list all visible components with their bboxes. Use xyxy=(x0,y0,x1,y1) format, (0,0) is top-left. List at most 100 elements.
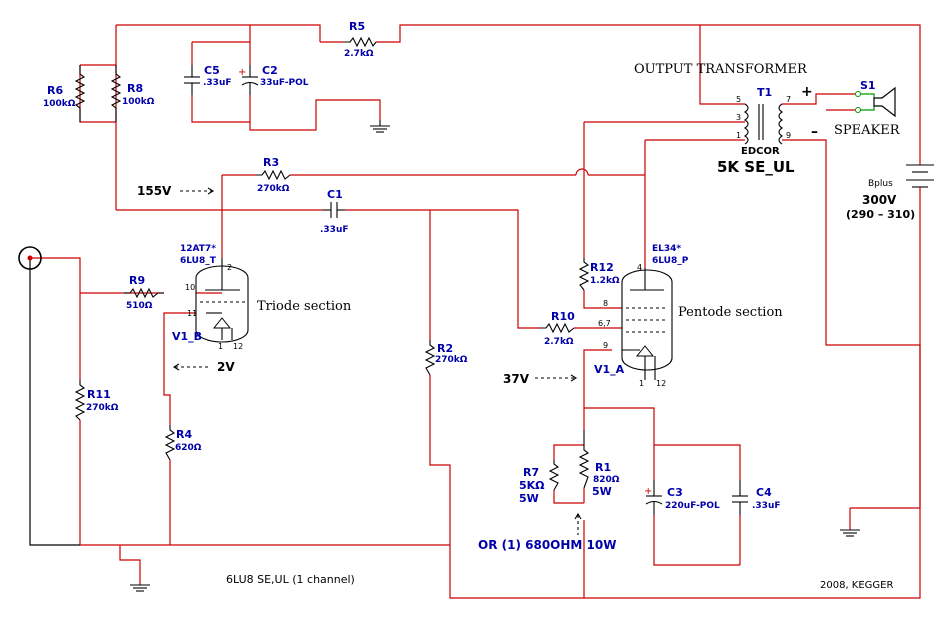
resistors xyxy=(74,36,590,491)
c5-ref: C5 xyxy=(204,64,220,77)
r4-value: 620Ω xyxy=(175,443,202,453)
r10-resistor xyxy=(540,322,575,334)
r8-ref: R8 xyxy=(127,82,143,95)
r12-ref: R12 xyxy=(590,261,614,274)
c4-value: .33uF xyxy=(752,501,781,511)
c2-capacitor: + xyxy=(238,65,259,95)
r2-resistor xyxy=(424,340,436,376)
input-jack-icon xyxy=(18,246,42,270)
supply-name: Bplus xyxy=(868,179,893,189)
alternate-resistor-note: OR (1) 680OHM 10W xyxy=(478,538,616,552)
r12-resistor xyxy=(578,258,590,291)
pentode-section-label: Pentode section xyxy=(678,305,783,320)
wiring xyxy=(29,24,921,599)
c1-capacitor xyxy=(323,202,345,218)
r5-resistor xyxy=(344,36,377,48)
r6-value: 100kΩ xyxy=(43,99,76,109)
pentode-unit-label: V1_A xyxy=(594,363,625,376)
pentode-ref-b: 6LU8_P xyxy=(652,256,689,266)
c3-capacitor: + xyxy=(644,480,663,515)
triode-ref-a: 12AT7* xyxy=(180,244,216,254)
triode-pin-11: 11 xyxy=(187,309,197,318)
r1-value: 820Ω xyxy=(593,475,620,485)
ground-icon xyxy=(840,529,860,537)
speaker-plus: + xyxy=(801,84,813,100)
pentode-pin-9: 9 xyxy=(603,341,608,350)
r2-ref: R2 xyxy=(437,342,453,355)
r10-value: 2.7kΩ xyxy=(544,337,574,347)
r1-resistor xyxy=(578,430,590,489)
pentode-pin-4: 4 xyxy=(637,263,642,272)
c4-ref: C4 xyxy=(756,486,772,499)
transformer-pin-7: 7 xyxy=(786,95,791,104)
transformer-maker: EDCOR xyxy=(741,146,780,157)
r8-value: 100kΩ xyxy=(122,97,155,107)
r8-resistor xyxy=(110,65,122,122)
transformer-model: 5K SE_UL xyxy=(717,158,795,176)
c2-value: 33uF-POL xyxy=(260,78,309,88)
pentode-tube xyxy=(621,268,673,380)
r2-value: 270kΩ xyxy=(435,355,468,365)
schematic-title: 6LU8 SE,UL (1 channel) xyxy=(226,573,355,586)
r4-resistor xyxy=(164,425,176,461)
triode-pin-12: 12 xyxy=(233,342,243,351)
r9-ref: R9 xyxy=(129,274,145,287)
c1-ref: C1 xyxy=(327,188,343,201)
r11-ref: R11 xyxy=(87,388,111,401)
c2-ref: C2 xyxy=(262,64,278,77)
pentode-pin-8: 8 xyxy=(603,299,608,308)
c3-ref: C3 xyxy=(667,486,683,499)
transformer-icon xyxy=(744,103,783,145)
capacitors: + + xyxy=(184,65,748,515)
r7-value: 5KΩ xyxy=(519,479,545,492)
ground-symbols xyxy=(130,120,860,592)
r3-ref: R3 xyxy=(263,156,279,169)
transformer-pin-9: 9 xyxy=(786,131,791,140)
triode-tube xyxy=(195,258,249,343)
transformer-pin-1: 1 xyxy=(736,131,741,140)
r7-resistor xyxy=(548,460,560,491)
battery-icon xyxy=(906,164,934,195)
c5-value: .33uF xyxy=(203,78,232,88)
triode-unit-label: V1_B xyxy=(172,330,202,343)
speaker-ref: S1 xyxy=(860,79,876,92)
c5-capacitor xyxy=(184,65,200,95)
r11-value: 270kΩ xyxy=(86,403,119,413)
transformer-pin-3: 3 xyxy=(736,113,741,122)
transformer-header: OUTPUT TRANSFORMER xyxy=(634,62,808,77)
r11-resistor xyxy=(74,380,86,421)
r5-ref: R5 xyxy=(349,20,365,33)
svg-text:+: + xyxy=(644,486,652,497)
pentode-pin-12: 12 xyxy=(656,379,666,388)
r12-value: 1.2kΩ xyxy=(590,276,620,286)
transformer-ref: T1 xyxy=(757,86,772,99)
r1-ref: R1 xyxy=(595,461,611,474)
speaker-minus: – xyxy=(811,124,818,140)
r1-power: 5W xyxy=(592,485,612,498)
triode-pin-10: 10 xyxy=(185,283,195,292)
supply-voltage: 300V xyxy=(862,193,897,207)
r3-resistor xyxy=(256,169,291,181)
voltage-155: 155V xyxy=(137,184,172,198)
c3-value: 220uF-POL xyxy=(665,501,720,511)
r10-ref: R10 xyxy=(551,310,575,323)
c4-capacitor xyxy=(732,480,748,515)
voltage-37: 37V xyxy=(503,372,530,386)
speaker-icon xyxy=(855,86,896,118)
triode-pin-2: 2 xyxy=(227,263,232,272)
speaker-label: SPEAKER xyxy=(834,123,901,138)
r6-ref: R6 xyxy=(47,84,63,97)
r7-power: 5W xyxy=(519,492,539,505)
c1-value: .33uF xyxy=(320,225,349,235)
triode-section-label: Triode section xyxy=(257,299,352,314)
svg-text:+: + xyxy=(238,67,246,78)
supply-range: (290 – 310) xyxy=(846,208,915,221)
triode-pin-1: 1 xyxy=(218,342,223,351)
voltage-2: 2V xyxy=(217,360,235,374)
ground-icon xyxy=(130,584,150,592)
r7-ref: R7 xyxy=(523,466,539,479)
triode-ref-b: 6LU8_T xyxy=(180,256,217,266)
pentode-pin-67: 6,7 xyxy=(598,319,611,328)
